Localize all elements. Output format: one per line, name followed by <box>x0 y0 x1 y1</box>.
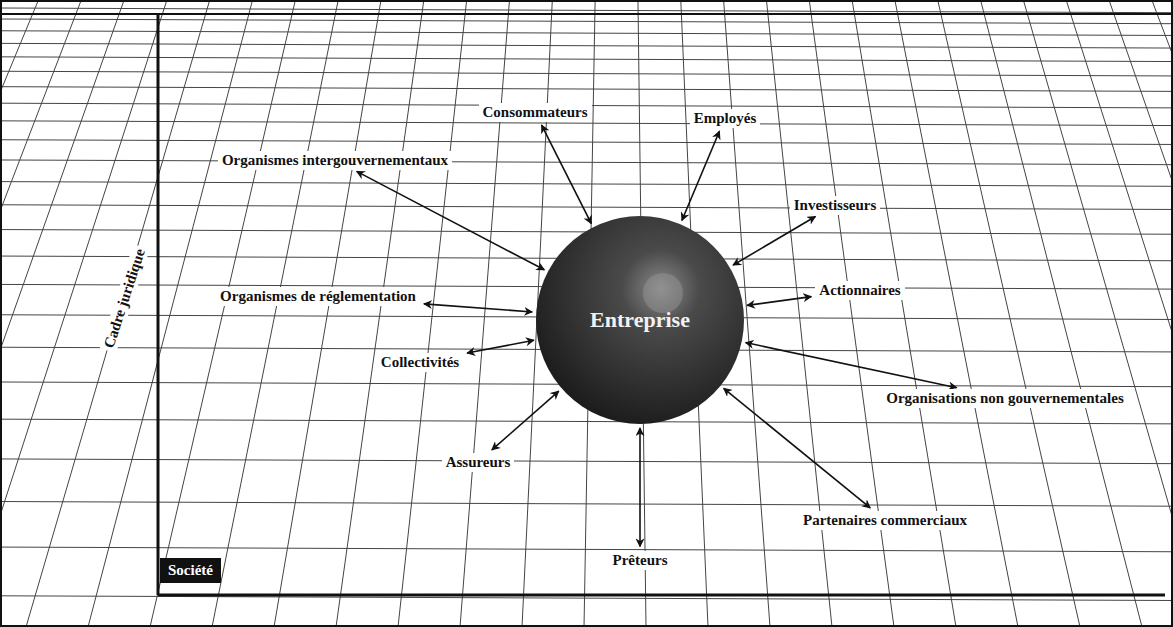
stakeholder-label: Partenaires commerciaux <box>799 511 971 530</box>
stakeholder-name: Organisations non gouvernementales <box>886 390 1124 407</box>
stakeholder-name: Partenaires commerciaux <box>803 512 967 529</box>
stakeholder-label: Consommateurs <box>479 103 592 122</box>
stakeholder-name: Collectivités <box>381 354 459 371</box>
stakeholder-label: Prêteurs <box>609 551 672 570</box>
stakeholder-label: Investisseurs <box>790 196 881 215</box>
relation-arrow <box>492 391 559 450</box>
stakeholder-label: Organismes intergouvernementaux <box>218 151 452 170</box>
relation-arrow <box>639 428 641 547</box>
stakeholder-name: Actionnaires <box>819 282 900 299</box>
relation-arrow <box>467 340 534 353</box>
stakeholder-name: Assureurs <box>446 454 511 471</box>
relation-arrow <box>542 125 592 224</box>
top-rule <box>0 13 1173 15</box>
stakeholder-name: Prêteurs <box>613 552 668 569</box>
company-sphere: Entreprise <box>535 215 745 425</box>
horizontal-axis <box>158 594 1165 597</box>
company-name: Entreprise <box>590 307 690 333</box>
stakeholder-label: Collectivités <box>377 353 463 372</box>
stakeholder-name: Investisseurs <box>794 197 877 214</box>
stakeholder-label: Organisations non gouvernementales <box>882 389 1128 408</box>
stakeholder-name: Employés <box>694 110 757 127</box>
relation-arrow <box>746 343 957 388</box>
stakeholder-label: Organismes de réglementation <box>216 287 420 306</box>
stakeholder-label: Assureurs <box>442 453 515 472</box>
relation-arrow <box>424 304 532 312</box>
stakeholder-label: Employés <box>690 109 761 128</box>
relation-arrow <box>747 297 811 306</box>
stakeholder-name: Organismes intergouvernementaux <box>222 152 448 169</box>
axis-label: Cadre juridique <box>100 244 150 353</box>
axis-tag: Société <box>160 558 221 583</box>
vertical-axis <box>157 14 160 595</box>
relation-arrow <box>357 171 545 269</box>
relation-arrow <box>682 131 720 220</box>
relation-arrow <box>724 388 871 508</box>
stakeholder-name: Consommateurs <box>483 104 588 121</box>
stakeholder-name: Organismes de réglementation <box>220 288 416 305</box>
stakeholder-label: Actionnaires <box>815 281 904 300</box>
relation-arrow <box>733 217 815 266</box>
